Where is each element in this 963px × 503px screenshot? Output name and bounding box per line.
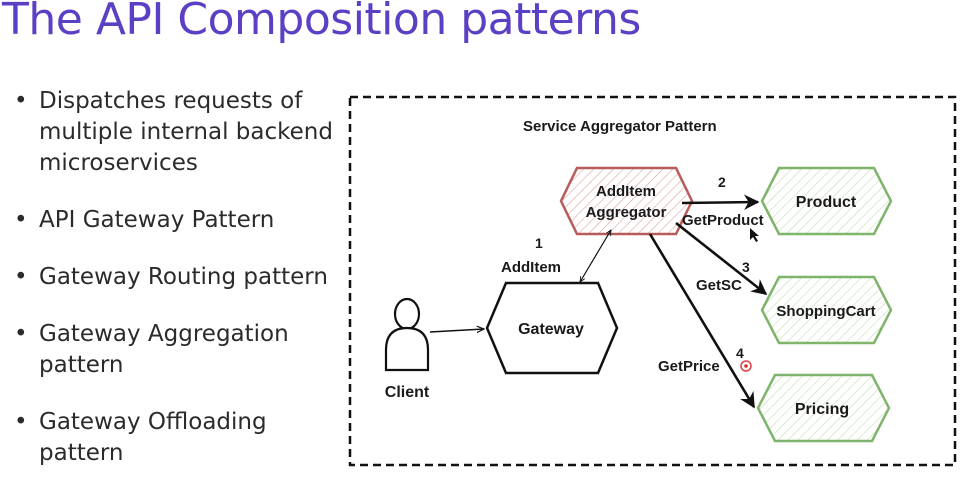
cursor-highlight-icon <box>740 360 752 372</box>
mouse-pointer-icon <box>750 228 759 242</box>
aggregator-to-shoppingcart-arrow <box>675 221 768 296</box>
step1-label: AddItem <box>501 259 561 276</box>
bullet-item: Gateway Offloading pattern <box>14 407 354 469</box>
gateway-label: Gateway <box>518 321 584 338</box>
step3-label: GetSC <box>696 277 742 294</box>
aggregator-label-line1: AddItem <box>596 183 656 200</box>
client-to-gateway-arrow <box>429 329 484 332</box>
step4-label: GetPrice <box>658 358 720 375</box>
bullet-list: Dispatches requests of multiple internal… <box>14 86 354 495</box>
step1-number: 1 <box>535 235 543 251</box>
bullet-item: Gateway Aggregation pattern <box>14 319 354 381</box>
pricing-label: Pricing <box>795 401 849 418</box>
aggregator-to-product-arrow <box>681 194 760 210</box>
gateway-aggregator-arrow <box>580 230 611 282</box>
gateway-node: Gateway <box>485 281 619 375</box>
shoppingcart-node: ShoppingCart <box>760 275 893 345</box>
step2-label: GetProduct <box>682 212 764 229</box>
aggregator-node: AddItem Aggregator <box>559 166 694 236</box>
aggregator-boundary <box>348 95 957 467</box>
step2-number: 2 <box>718 174 726 190</box>
aggregator-to-pricing-arrow <box>648 233 756 409</box>
step4-number: 4 <box>736 345 744 361</box>
bullet-item: Gateway Routing pattern <box>14 262 354 293</box>
client-user-icon <box>384 297 430 372</box>
aggregator-label-line2: Aggregator <box>586 204 667 221</box>
product-node: Product <box>760 166 893 236</box>
slide-title: The API Composition patterns <box>2 0 641 45</box>
diagram-title: Service Aggregator Pattern <box>523 118 717 135</box>
shoppingcart-label: ShoppingCart <box>776 303 875 320</box>
bullet-item: API Gateway Pattern <box>14 205 354 236</box>
step3-number: 3 <box>742 259 750 275</box>
pricing-node: Pricing <box>756 373 891 443</box>
bullet-item: Dispatches requests of multiple internal… <box>14 86 354 179</box>
client-label: Client <box>385 384 430 401</box>
product-label: Product <box>796 194 857 211</box>
